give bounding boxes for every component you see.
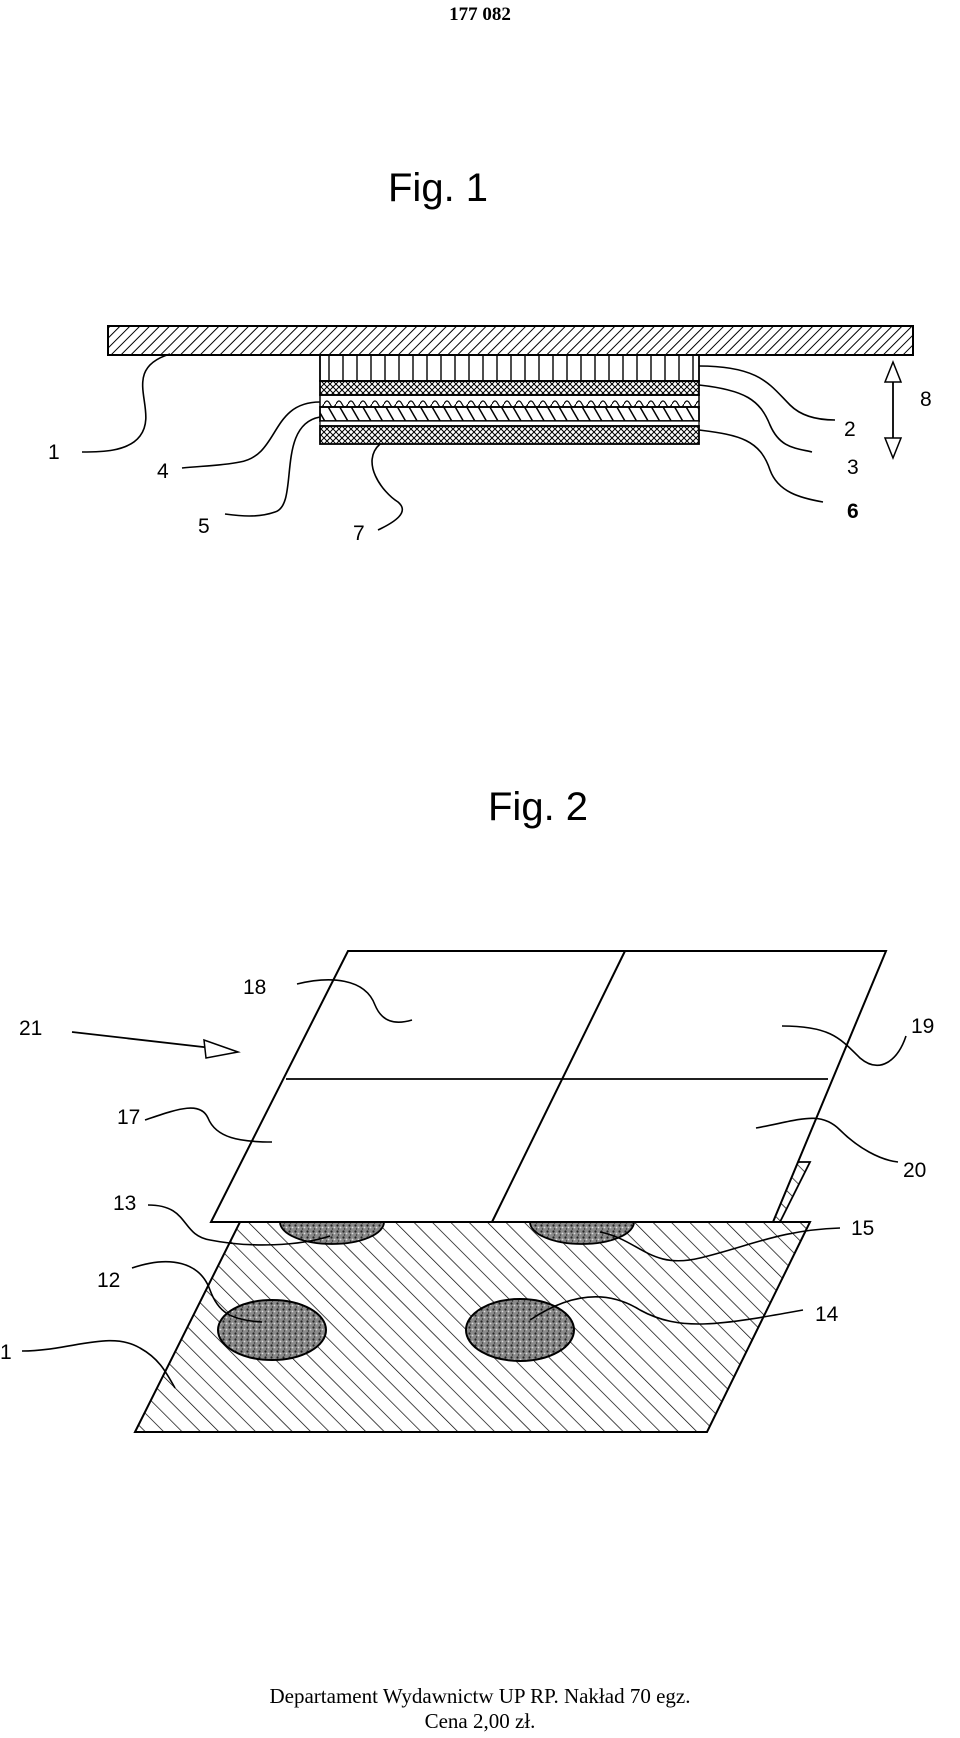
leader-7 — [371, 443, 404, 531]
fig1-label-8: 8 — [920, 388, 932, 411]
thickness-arrow-8 — [883, 359, 903, 461]
leader-15 — [599, 1227, 841, 1262]
layer-2 — [319, 354, 700, 382]
fig2-label-21: 21 — [19, 1017, 42, 1040]
arrow-21 — [71, 1031, 241, 1059]
fig2-label-15: 15 — [851, 1217, 874, 1240]
fig2-label-1: 1 — [0, 1341, 12, 1364]
leader-1 — [81, 353, 171, 453]
tile-panel — [209, 950, 888, 1223]
figure-2-drawing: 18 21 19 17 20 13 15 12 14 1 — [0, 950, 934, 1433]
tile-divider-vertical — [491, 950, 626, 1223]
leader-18 — [296, 979, 413, 1023]
fig1-label-4: 4 — [157, 460, 169, 483]
spot-14 — [465, 1298, 575, 1362]
substrate-plate — [107, 325, 914, 356]
leader-13 — [147, 1204, 331, 1246]
leader-14 — [529, 1296, 804, 1325]
fig1-label-5: 5 — [198, 515, 210, 538]
leader-6 — [698, 429, 824, 503]
figure-2-title: Fig. 2 — [488, 785, 589, 829]
fig1-label-6: 6 — [847, 500, 859, 523]
leader-4 — [181, 401, 321, 469]
fig2-label-14: 14 — [815, 1303, 839, 1326]
leader-17 — [144, 1107, 273, 1143]
layer-5 — [319, 406, 700, 422]
fig1-label-3: 3 — [847, 456, 859, 479]
layer-7 — [319, 425, 700, 445]
fig1-label-1: 1 — [48, 441, 60, 464]
fig1-label-2: 2 — [844, 418, 856, 441]
footer-price: Cena 2,00 zł. — [424, 1709, 536, 1733]
leader-19 — [781, 1025, 907, 1066]
leader-12 — [131, 1261, 263, 1323]
fig2-label-17: 17 — [117, 1106, 140, 1129]
fig2-label-18: 18 — [243, 976, 266, 999]
leader-5 — [224, 416, 321, 517]
leader-3 — [698, 384, 813, 453]
spot-13 — [279, 1222, 385, 1245]
footer-publisher: Departament Wydawnictw UP RP. Nakład 70 … — [269, 1684, 691, 1708]
page-number: 177 082 — [449, 4, 511, 25]
spot-15 — [529, 1222, 635, 1245]
leader-2 — [698, 365, 836, 421]
fig2-label-20: 20 — [903, 1159, 926, 1182]
spot-12 — [217, 1299, 327, 1361]
fig2-label-19: 19 — [911, 1015, 934, 1038]
fig2-label-13: 13 — [113, 1192, 136, 1215]
fig1-label-7: 7 — [353, 522, 365, 545]
leader-1 — [21, 1339, 176, 1389]
figure-1-title: Fig. 1 — [388, 166, 489, 210]
layer-3 — [319, 380, 700, 396]
leader-20 — [755, 1117, 899, 1163]
fig2-label-12: 12 — [97, 1269, 120, 1292]
figure-1-drawing: 1 4 5 7 2 3 6 8 — [48, 325, 932, 545]
layer-4 — [319, 394, 700, 408]
